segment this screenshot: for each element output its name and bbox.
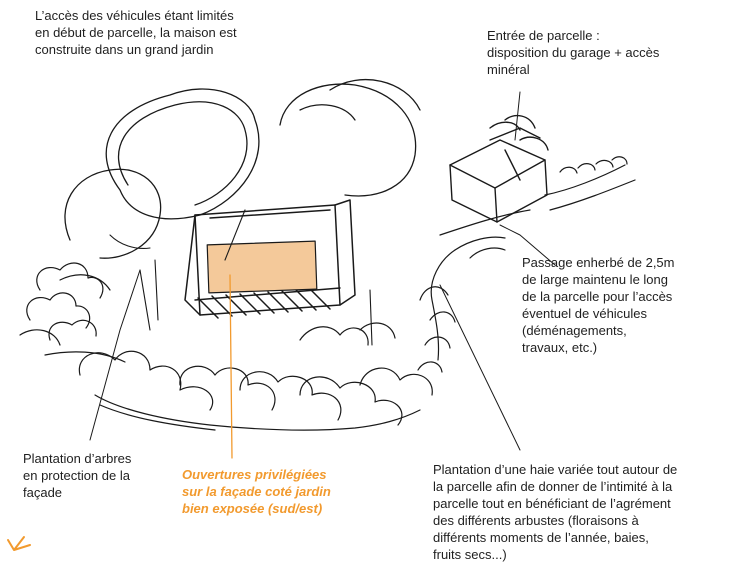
tree-trunks (109, 209, 373, 346)
house (184, 199, 356, 319)
hedge-loops-bottom (78, 286, 456, 431)
annotation-openings: Ouvertures privilégiées sur la façade co… (182, 467, 331, 516)
window-highlight (206, 240, 318, 294)
accent-mark (7, 536, 31, 551)
leader-lines (89, 91, 556, 451)
annotation-grass-passage: Passage enherbé de 2,5m de large mainten… (522, 255, 675, 355)
annotation-tree-planting: Plantation d’arbres en protection de la … (23, 451, 132, 500)
annotation-plot-entrance: Entrée de parcelle : disposition du gara… (487, 28, 660, 77)
openings-leader (229, 274, 233, 459)
tree-canopies (64, 78, 421, 259)
hedge-loops-left (19, 262, 126, 363)
passage-hedge (430, 156, 636, 361)
garage (449, 114, 549, 223)
annotation-hedge: Plantation d’une haie variée tout autour… (433, 462, 678, 562)
annotation-vehicle-access: L’accès des véhicules étant limités en d… (35, 8, 237, 57)
